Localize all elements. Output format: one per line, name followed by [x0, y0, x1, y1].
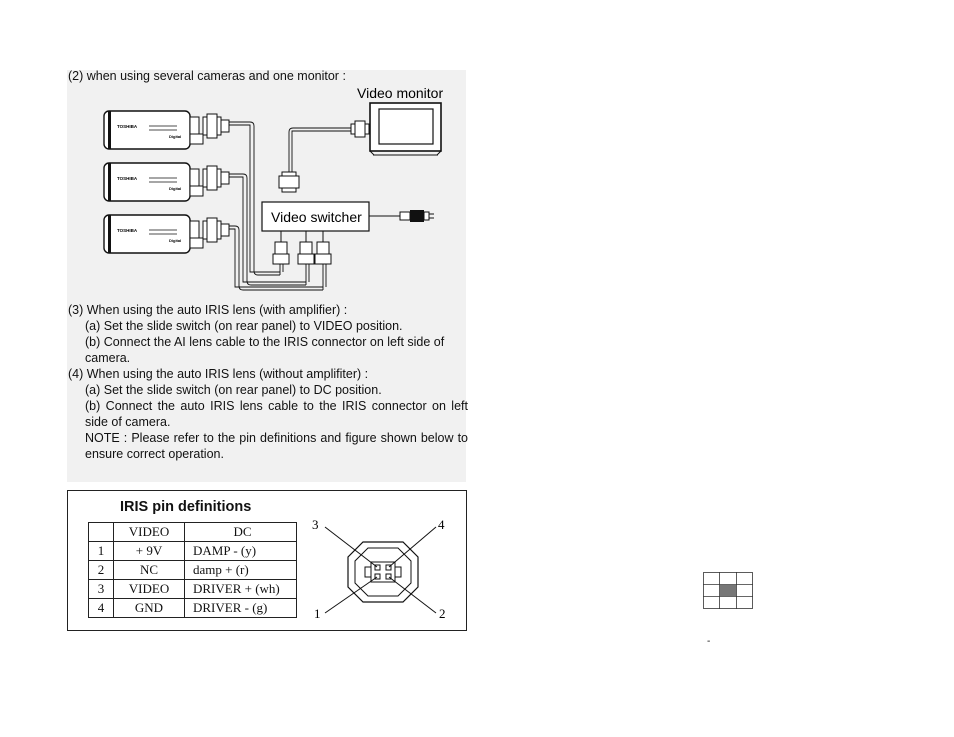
table-row: 1 + 9V DAMP - (y): [88, 541, 297, 561]
pin-label-4: 4: [438, 517, 445, 532]
pin-number: 2: [88, 560, 114, 580]
camera-badge: Digital: [169, 134, 181, 139]
dc-value: DRIVER + (wh): [184, 579, 297, 599]
table-row: 3 VIDEO DRIVER + (wh): [88, 579, 297, 599]
header-cell: DC: [184, 522, 297, 542]
table-header-row: VIDEO DC: [88, 522, 297, 542]
header-cell: VIDEO: [113, 522, 185, 542]
header-cell: [88, 522, 114, 542]
camera-brand: TOSHIBA: [117, 176, 138, 181]
pin-label-1: 1: [314, 606, 321, 621]
step-3-heading: (3) When using the auto IRIS lens (with …: [68, 303, 348, 317]
step-3b: (b) Connect the AI lens cable to the IRI…: [85, 335, 445, 365]
video-value: + 9V: [113, 541, 185, 561]
video-switcher-label: Video switcher: [271, 209, 362, 225]
video-switcher: [261, 171, 434, 265]
video-value: NC: [113, 560, 185, 580]
stray-mark: -: [707, 636, 711, 647]
small-grid-figure: [703, 572, 753, 609]
connection-diagram: TOSHIBA Digital TOSHIBA Digital TOSHIBA …: [103, 85, 443, 291]
table-row: 4 GND DRIVER - (g): [88, 598, 297, 618]
pin-number: 3: [88, 579, 114, 599]
video-monitor-label: Video monitor: [357, 85, 443, 101]
dc-value: DRIVER - (g): [184, 598, 297, 618]
note: NOTE : Please refer to the pin definitio…: [85, 431, 468, 461]
step-4b: (b) Connect the auto IRIS lens cable to …: [85, 399, 468, 429]
video-monitor: [288, 102, 442, 172]
dc-value: DAMP - (y): [184, 541, 297, 561]
camera-brand: TOSHIBA: [117, 228, 138, 233]
iris-title: IRIS pin definitions: [120, 499, 252, 515]
step-3a: (a) Set the slide switch (on rear panel)…: [85, 319, 403, 333]
camera-badge: Digital: [169, 238, 181, 243]
pin-label-3: 3: [312, 517, 319, 532]
step-4a: (a) Set the slide switch (on rear panel)…: [85, 383, 382, 397]
pin-number: 1: [88, 541, 114, 561]
section-heading: (2) when using several cameras and one m…: [68, 69, 346, 83]
video-value: GND: [113, 598, 185, 618]
iris-connector-diagram: 3 4 1 2: [312, 517, 446, 621]
camera-3: TOSHIBA Digital: [103, 214, 230, 254]
iris-pin-box: IRIS pin definitions VIDEO DC 1 + 9V DAM…: [67, 490, 467, 631]
pin-number: 4: [88, 598, 114, 618]
table-row: 2 NC damp + (r): [88, 560, 297, 580]
step-4-heading: (4) When using the auto IRIS lens (witho…: [68, 367, 369, 381]
camera-2: TOSHIBA Digital: [103, 162, 230, 202]
instruction-steps: (3) When using the auto IRIS lens (with …: [68, 302, 468, 462]
camera-1: TOSHIBA Digital: [103, 110, 230, 150]
iris-pin-table: VIDEO DC 1 + 9V DAMP - (y) 2 NC damp + (…: [88, 522, 297, 618]
video-value: VIDEO: [113, 579, 185, 599]
dc-value: damp + (r): [184, 560, 297, 580]
camera-cables: [229, 121, 327, 291]
camera-badge: Digital: [169, 186, 181, 191]
camera-brand: TOSHIBA: [117, 124, 138, 129]
pin-label-2: 2: [439, 606, 446, 621]
